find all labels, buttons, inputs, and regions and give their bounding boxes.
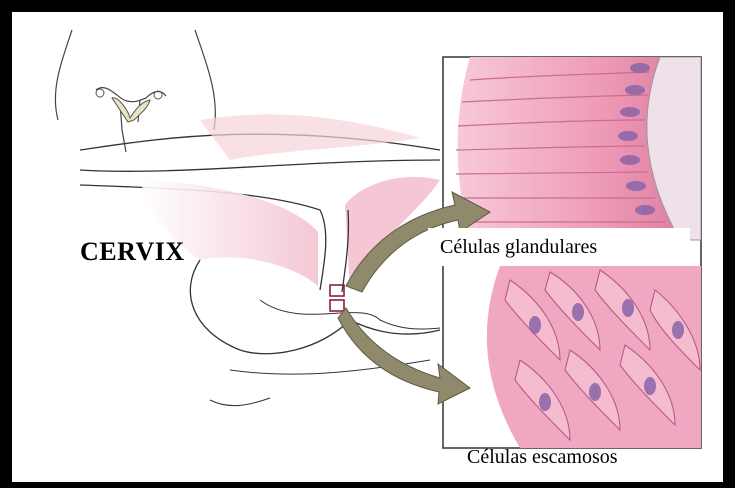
body-outline (55, 30, 215, 152)
glandular-cells-label: Células glandulares (428, 228, 690, 266)
squamous-cells-label: Células escamosos (467, 446, 618, 469)
cervix-title: CERVIX (80, 237, 185, 267)
squamous-zone-marker (330, 300, 344, 311)
squamous-cells (487, 266, 701, 448)
uterus-sketch (96, 89, 162, 122)
glandular-cells (456, 57, 701, 240)
